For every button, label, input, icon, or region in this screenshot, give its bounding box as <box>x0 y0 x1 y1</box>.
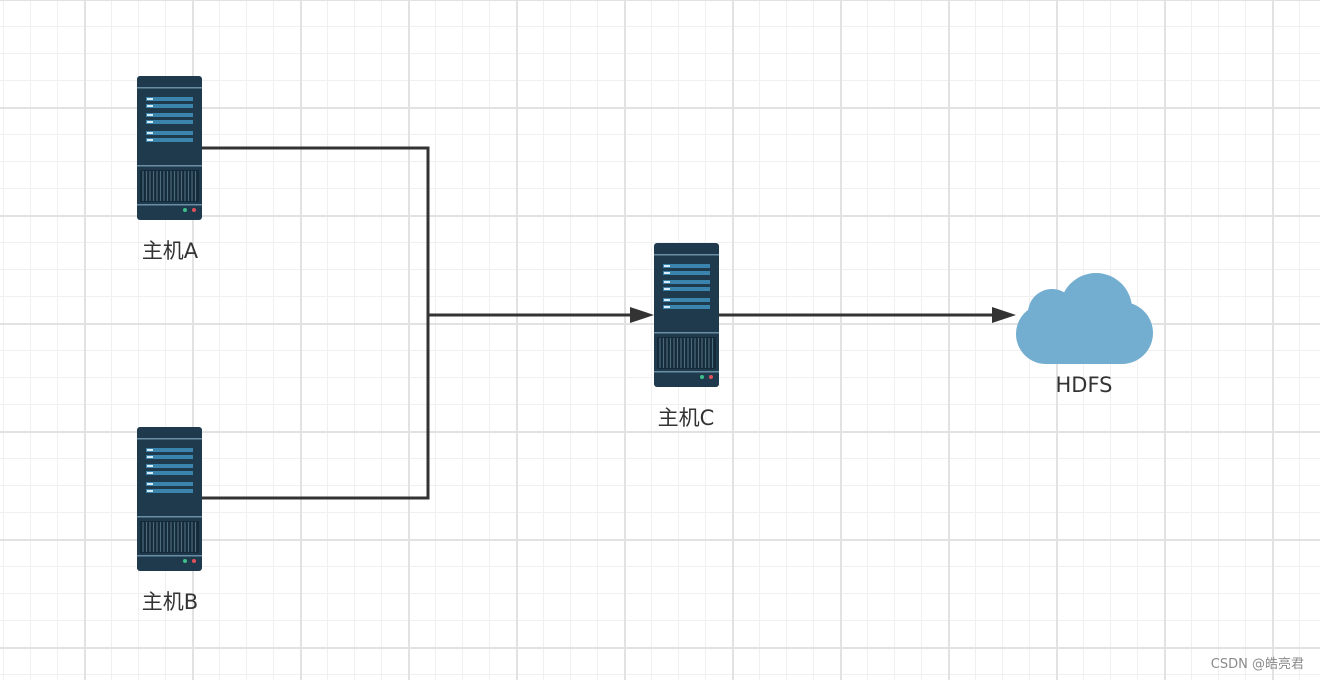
cloud-icon[interactable] <box>1016 273 1153 364</box>
host-b-label: 主机B <box>141 590 199 614</box>
server-icon[interactable] <box>136 426 203 572</box>
host-a-label: 主机A <box>141 239 199 263</box>
connector-b-to-junction <box>202 315 430 500</box>
arrow-to-hdfs <box>718 307 1016 323</box>
host-c-label: 主机C <box>657 406 715 430</box>
arrow-to-host-c <box>428 307 654 323</box>
watermark: CSDN @皓亮君 <box>1210 657 1304 672</box>
server-icon[interactable] <box>136 75 203 221</box>
hdfs-label: HDFS <box>1055 373 1113 397</box>
connector-a-to-junction <box>202 146 430 315</box>
server-icon[interactable] <box>653 242 720 388</box>
